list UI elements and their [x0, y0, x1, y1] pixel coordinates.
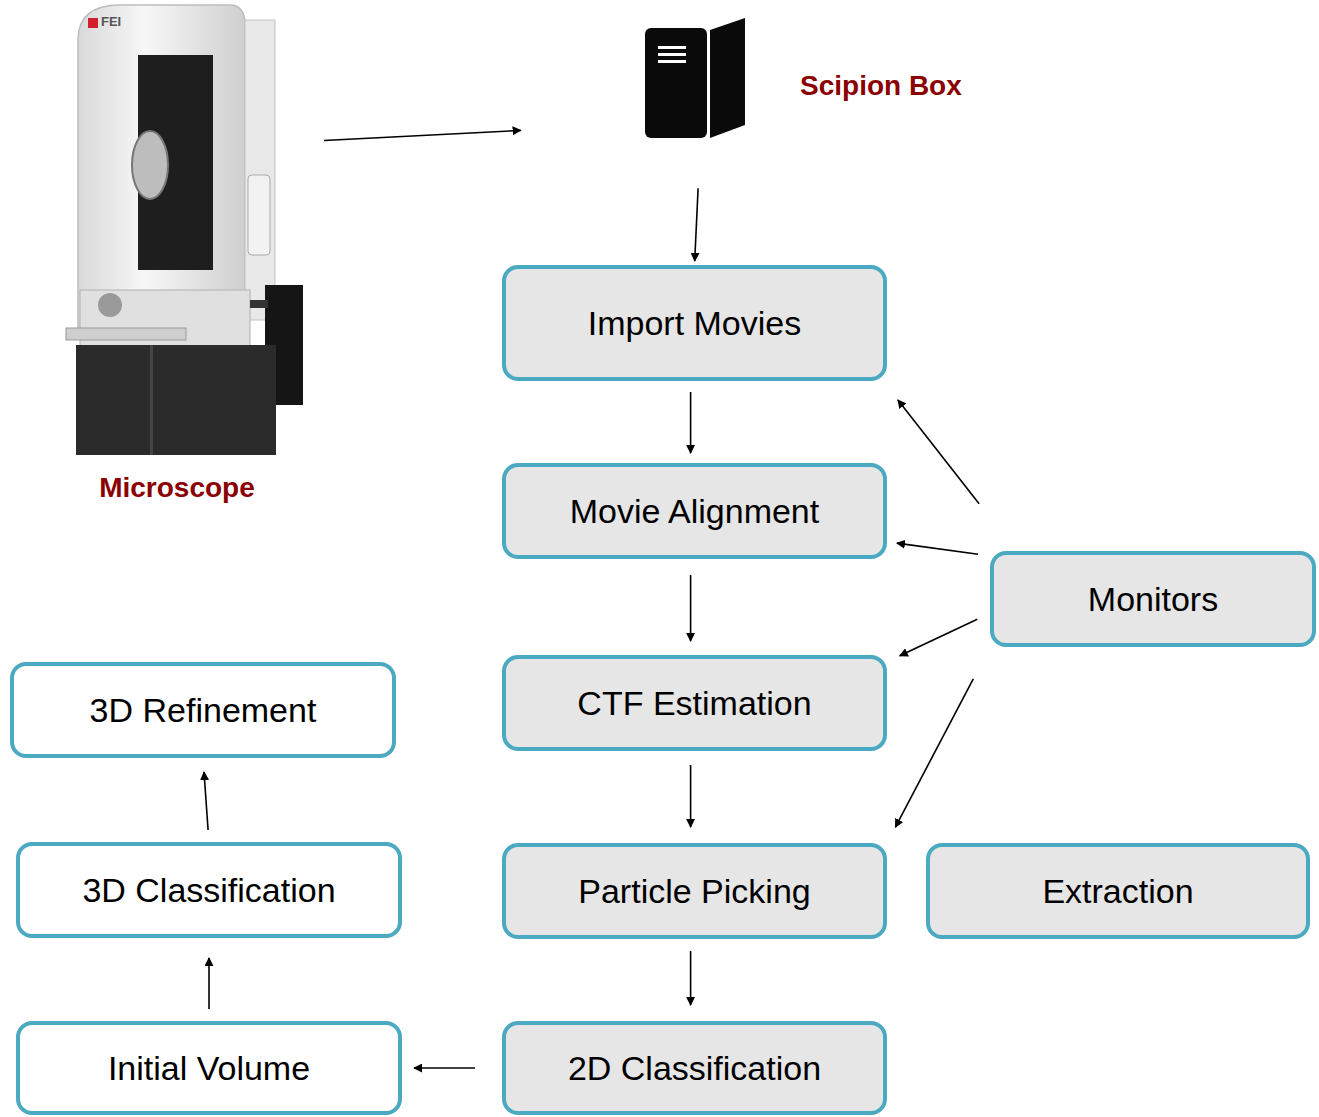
- figure-label: Microscope: [52, 472, 302, 504]
- process-box: Extraction: [926, 843, 1310, 939]
- box-label: Extraction: [1042, 872, 1193, 911]
- flow-arrow: [898, 400, 979, 504]
- box-label: 2D Classification: [568, 1049, 821, 1088]
- figure-node: Microscope: [52, 0, 302, 515]
- box-label: 3D Refinement: [90, 691, 317, 730]
- process-box: Import Movies: [502, 265, 887, 381]
- process-box: CTF Estimation: [502, 655, 887, 751]
- column: [78, 5, 245, 330]
- box-label: CTF Estimation: [577, 684, 811, 723]
- server-slot: [658, 60, 686, 63]
- box-label: Import Movies: [588, 304, 802, 343]
- box-label: Initial Volume: [108, 1049, 310, 1088]
- flow-arrow: [324, 130, 521, 140]
- flow-arrow: [690, 575, 692, 641]
- box-label: Particle Picking: [578, 872, 810, 911]
- process-box: Movie Alignment: [502, 463, 887, 559]
- process-box: 3D Refinement: [10, 662, 396, 758]
- desk: [66, 328, 186, 340]
- window: [132, 131, 168, 199]
- process-box: Initial Volume: [16, 1021, 402, 1115]
- flow-arrow: [204, 772, 208, 830]
- flow-arrow: [690, 765, 692, 827]
- cylinder: [248, 175, 270, 255]
- knob: [98, 293, 122, 317]
- flow-arrow: [690, 392, 692, 453]
- base-seam: [150, 345, 153, 455]
- process-box: Particle Picking: [502, 843, 887, 939]
- server-side: [710, 18, 745, 138]
- logo-mark: [88, 18, 98, 28]
- column-side: [245, 20, 275, 320]
- flow-arrow: [900, 619, 978, 656]
- figure-label: Scipion Box: [800, 70, 962, 102]
- process-box: Monitors: [990, 551, 1316, 647]
- box-label: 3D Classification: [82, 871, 335, 910]
- figure-node: Scipion Box: [630, 10, 1010, 150]
- base: [76, 345, 276, 455]
- flow-arrow: [695, 188, 698, 261]
- server-slot: [658, 46, 686, 49]
- flow-arrow: [895, 679, 973, 827]
- flow-arrow: [690, 951, 692, 1005]
- server-front: [645, 28, 707, 138]
- flow-arrow: [208, 958, 210, 1009]
- logo-text: FEI: [101, 14, 121, 29]
- server-slot: [658, 53, 686, 56]
- stage: [80, 290, 250, 350]
- process-box: 3D Classification: [16, 842, 402, 938]
- arm: [250, 300, 268, 308]
- flow-arrow: [414, 1067, 475, 1069]
- flow-arrow: [897, 543, 978, 554]
- box-label: Monitors: [1088, 580, 1218, 619]
- box-label: Movie Alignment: [570, 492, 819, 531]
- process-box: 2D Classification: [502, 1021, 887, 1115]
